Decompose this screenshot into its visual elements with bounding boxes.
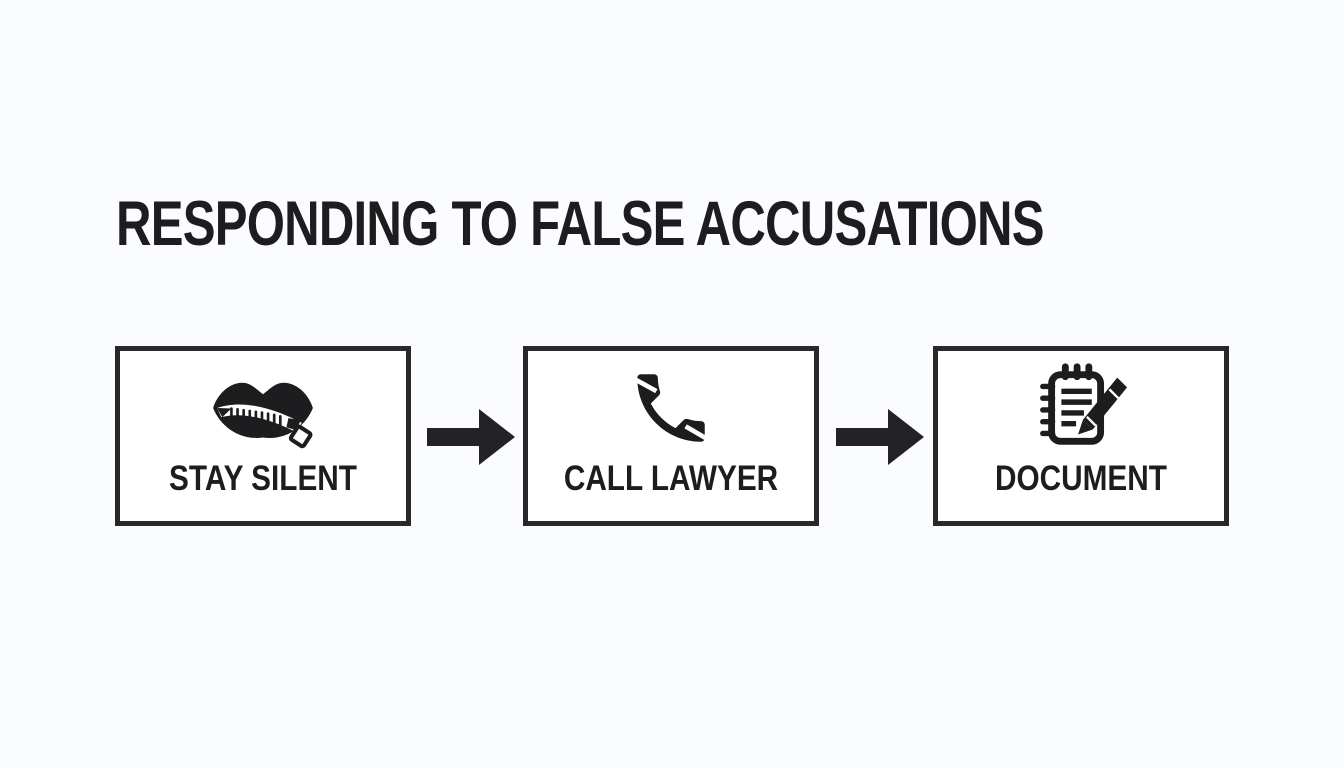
flow-arrow-icon [836, 409, 924, 465]
flow-arrow-icon [427, 409, 515, 465]
notepad-pen-icon [938, 359, 1224, 457]
phone-handset-icon [528, 363, 814, 453]
step-box-call-lawyer: CALL LAWYER [523, 346, 819, 526]
step-label: STAY SILENT [169, 459, 357, 498]
step-box-document: DOCUMENT [933, 346, 1229, 526]
page-title: RESPONDING TO FALSE ACCUSATIONS [116, 189, 1045, 259]
step-label: CALL LAWYER [563, 459, 779, 498]
step-box-stay-silent: STAY SILENT [115, 346, 411, 526]
zipped-lips-icon [120, 367, 406, 455]
step-label: DOCUMENT [995, 459, 1167, 498]
